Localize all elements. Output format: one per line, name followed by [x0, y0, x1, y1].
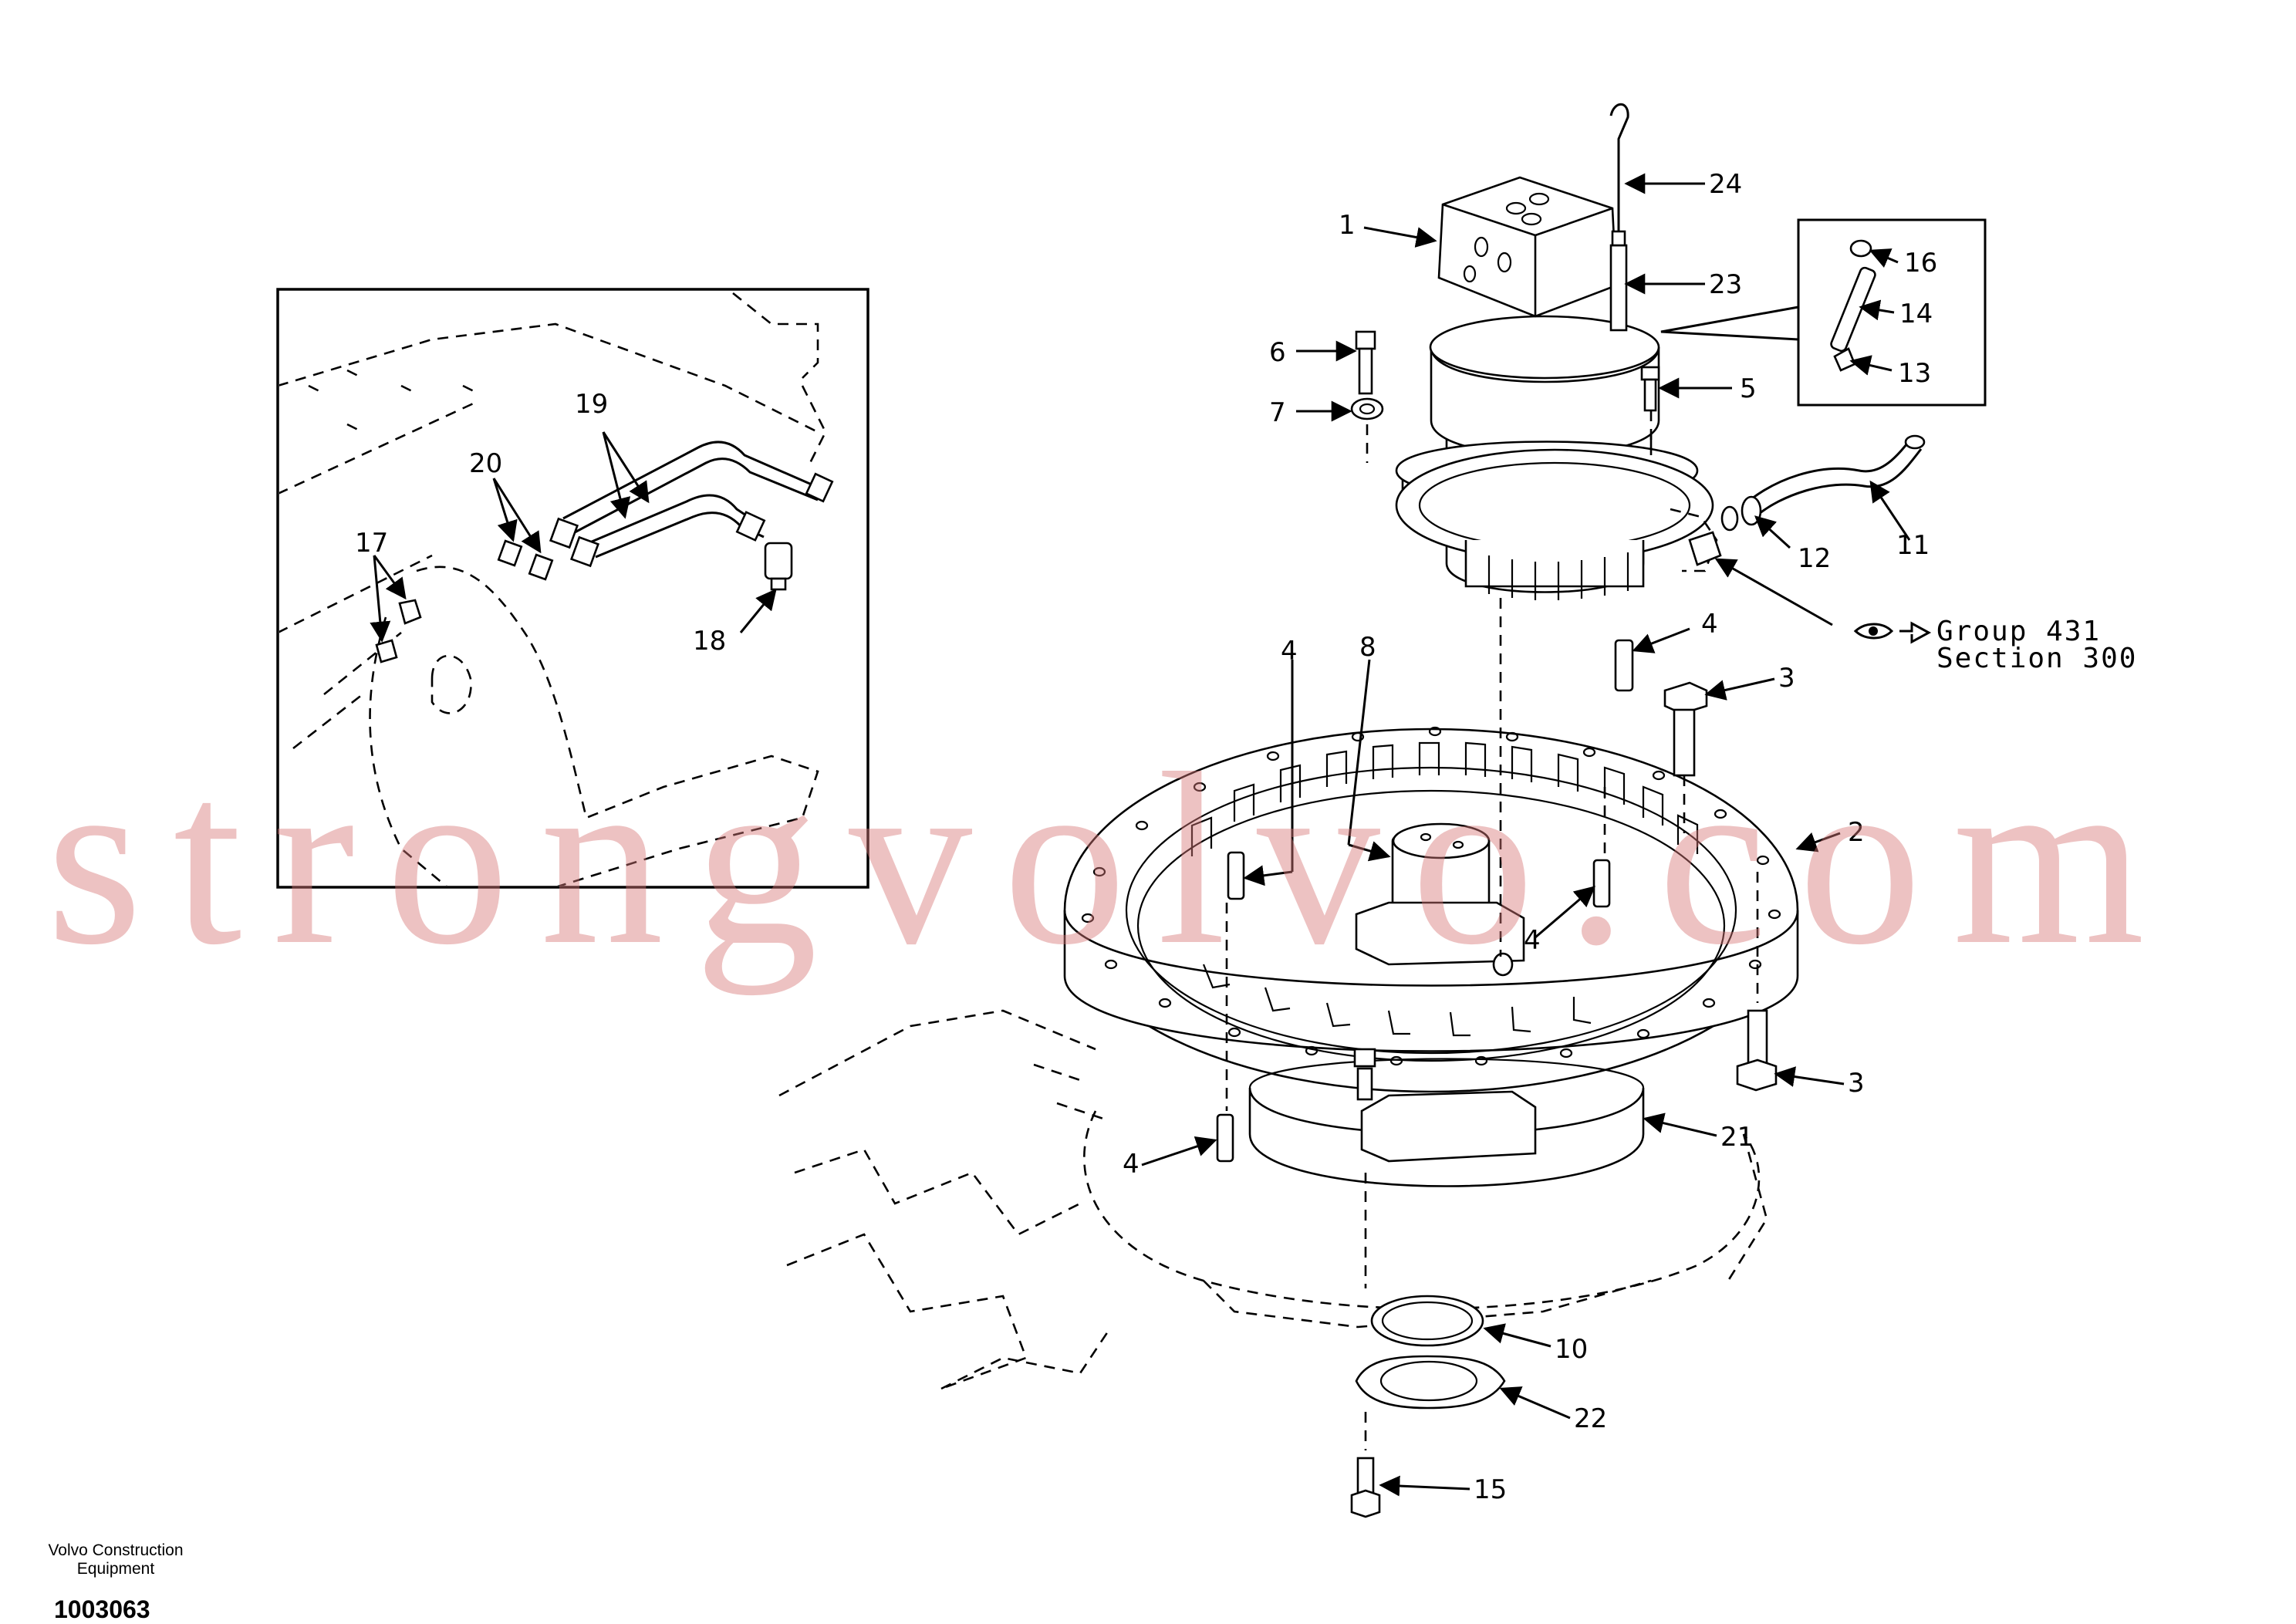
callout-1: 1	[1339, 210, 1356, 241]
callout-4-center: 4	[1524, 925, 1541, 956]
callout-16: 16	[1904, 248, 1937, 279]
callout-18: 18	[693, 626, 726, 657]
callout-24: 24	[1709, 169, 1742, 200]
company-name-line1: Volvo Construction	[48, 1541, 184, 1559]
callout-4-upper: 4	[1701, 609, 1718, 640]
callout-5: 5	[1740, 373, 1757, 404]
lower-ring	[1248, 1048, 1645, 1187]
callout-10: 10	[1555, 1334, 1588, 1365]
slewing-ring	[1063, 639, 1799, 1163]
bottom-cover	[1350, 1295, 1506, 1518]
assembly-center-lines	[1225, 410, 1759, 1450]
inset-detail-view	[276, 288, 869, 889]
machine-frame-outline	[778, 1009, 1768, 1390]
callout-8: 8	[1359, 632, 1376, 663]
reference-symbol	[1853, 621, 1932, 644]
internal-gear-teeth	[1190, 741, 1699, 1037]
leader-lines	[370, 173, 1911, 1497]
callout-14: 14	[1899, 299, 1933, 329]
swing-motor-assembly	[1395, 103, 1714, 600]
callout-19: 19	[575, 389, 608, 420]
callouts: 1 2 3 3 4 4 4 4 5 6 7 8 10 11 12 13 14 1…	[355, 169, 2137, 1505]
bolt-holes	[1081, 726, 1781, 1066]
callout-17: 17	[355, 528, 388, 559]
callout-12: 12	[1798, 543, 1831, 574]
drawing-number: 1003063	[54, 1595, 150, 1623]
callout-4-bottom: 4	[1123, 1149, 1140, 1180]
callout-7: 7	[1269, 397, 1286, 428]
drawing-footer: Volvo Construction Equipment 1003063	[23, 1541, 208, 1624]
reference-group: Group 431	[1936, 616, 2101, 647]
callout-4-left: 4	[1281, 636, 1298, 667]
reference-section: Section 300	[1936, 643, 2137, 674]
callout-23: 23	[1709, 269, 1742, 300]
callout-6: 6	[1269, 337, 1286, 368]
callout-2: 2	[1848, 817, 1865, 848]
callout-21: 21	[1720, 1122, 1754, 1153]
callout-11: 11	[1896, 530, 1930, 561]
callout-13: 13	[1898, 358, 1931, 389]
company-name-line2: Equipment	[76, 1560, 155, 1578]
callout-22: 22	[1574, 1403, 1607, 1434]
callout-3-lower: 3	[1848, 1068, 1865, 1099]
callout-3-upper: 3	[1778, 663, 1795, 694]
callout-20: 20	[469, 448, 502, 479]
mounting-bolts	[1350, 330, 1660, 420]
callout-15: 15	[1474, 1474, 1507, 1505]
